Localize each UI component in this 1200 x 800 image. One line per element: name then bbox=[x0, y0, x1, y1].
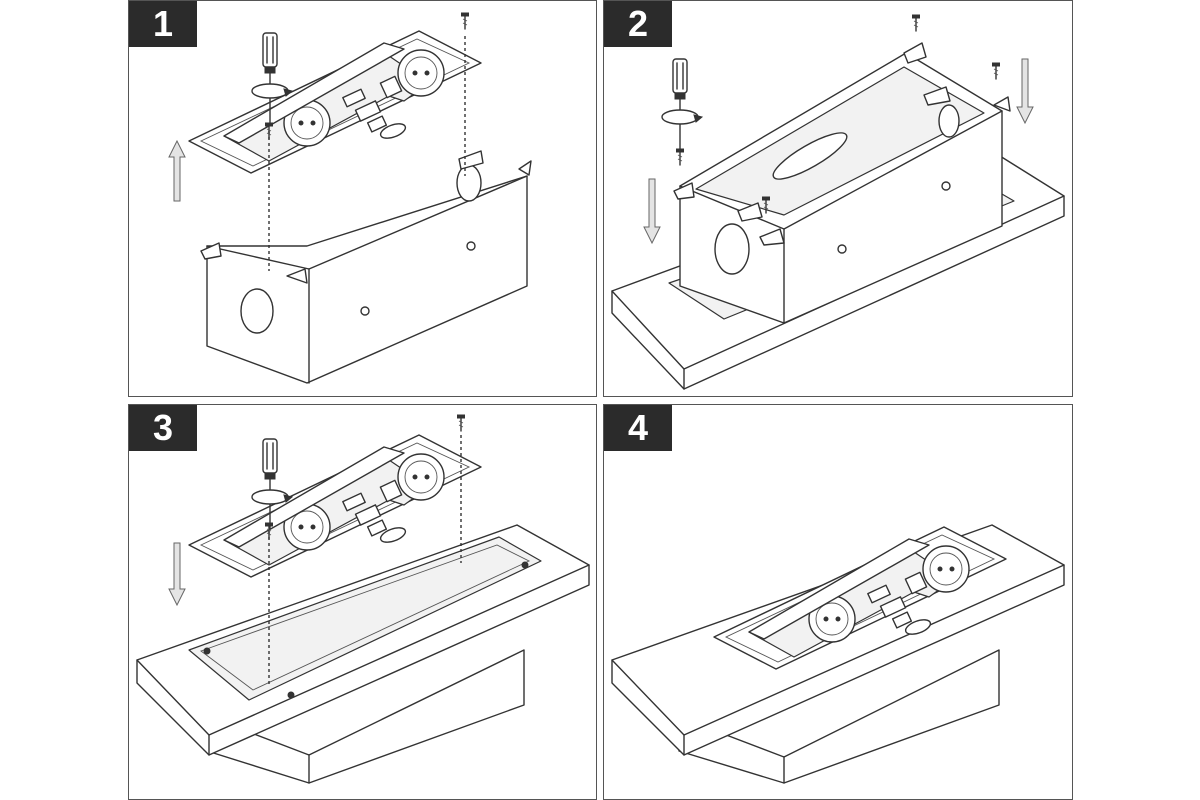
step-number-badge: 1 bbox=[129, 1, 197, 47]
step-panel-3: 3 bbox=[128, 404, 597, 800]
step-panel-4: 4 bbox=[603, 404, 1073, 800]
assembly-illustration-3 bbox=[136, 414, 590, 784]
step-number-badge: 4 bbox=[604, 405, 672, 451]
assembly-illustration-1 bbox=[168, 12, 532, 384]
assembly-illustration-4 bbox=[611, 524, 1065, 784]
step-panel-1: 1 bbox=[128, 0, 597, 397]
step-number-badge: 2 bbox=[604, 1, 672, 47]
assembly-illustration-2 bbox=[611, 14, 1065, 390]
step-panel-2: 2 bbox=[603, 0, 1073, 397]
step-number-badge: 3 bbox=[129, 405, 197, 451]
